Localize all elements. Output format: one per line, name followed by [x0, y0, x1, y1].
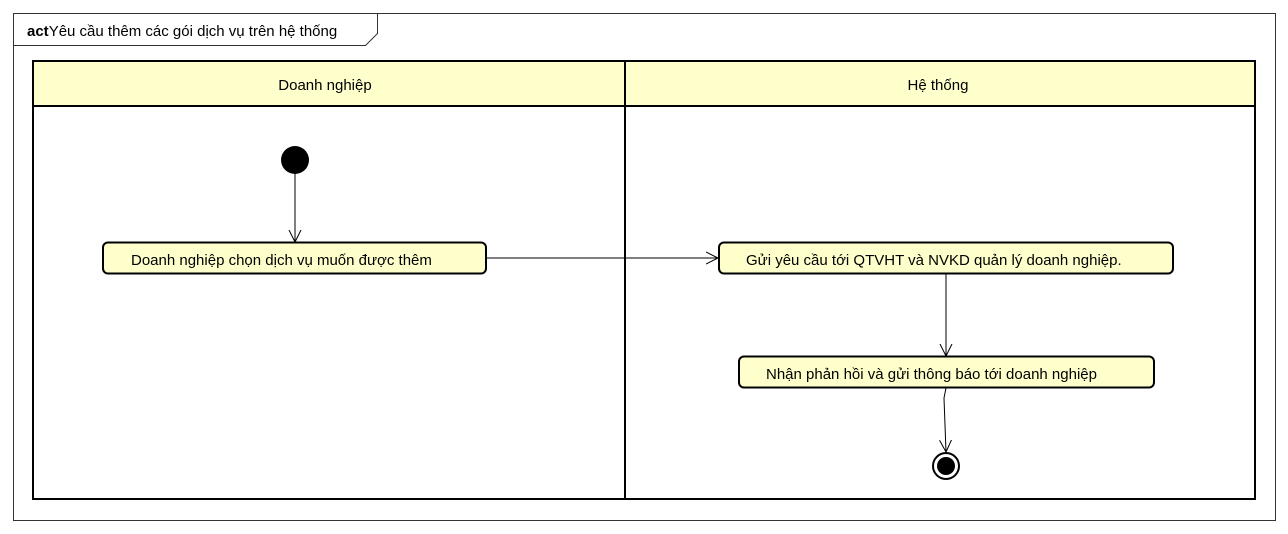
- action-select-service-label: Doanh nghiệp chọn dịch vụ muốn được thêm: [131, 252, 432, 269]
- final-node: [937, 457, 955, 475]
- frame-title-tab: [13, 13, 378, 46]
- action-receive-notify-label: Nhận phản hồi và gửi thông báo tới doanh…: [766, 366, 1097, 383]
- action-receive-notify: [738, 355, 1155, 389]
- swimlane-label-doanh-nghiep: Doanh nghiệp: [278, 77, 371, 94]
- frame-keyword: act: [27, 23, 49, 40]
- flow-receive-to-final: [944, 387, 946, 452]
- swimlane-header-he-thong: [625, 61, 1255, 106]
- action-send-request-label: Gửi yêu cầu tới QTVHT và NVKD quản lý do…: [746, 252, 1122, 269]
- action-send-request: [718, 241, 1174, 275]
- initial-node: [281, 146, 309, 174]
- swimlane-header-doanh-nghiep: [33, 61, 625, 106]
- swimlane-label-he-thong: Hệ thống: [908, 77, 969, 94]
- frame-title-text: Yêu cầu thêm các gói dịch vụ trên hệ thố…: [49, 23, 338, 40]
- frame-title: actYêu cầu thêm các gói dịch vụ trên hệ …: [27, 23, 337, 40]
- swimlane-container: [32, 60, 1256, 500]
